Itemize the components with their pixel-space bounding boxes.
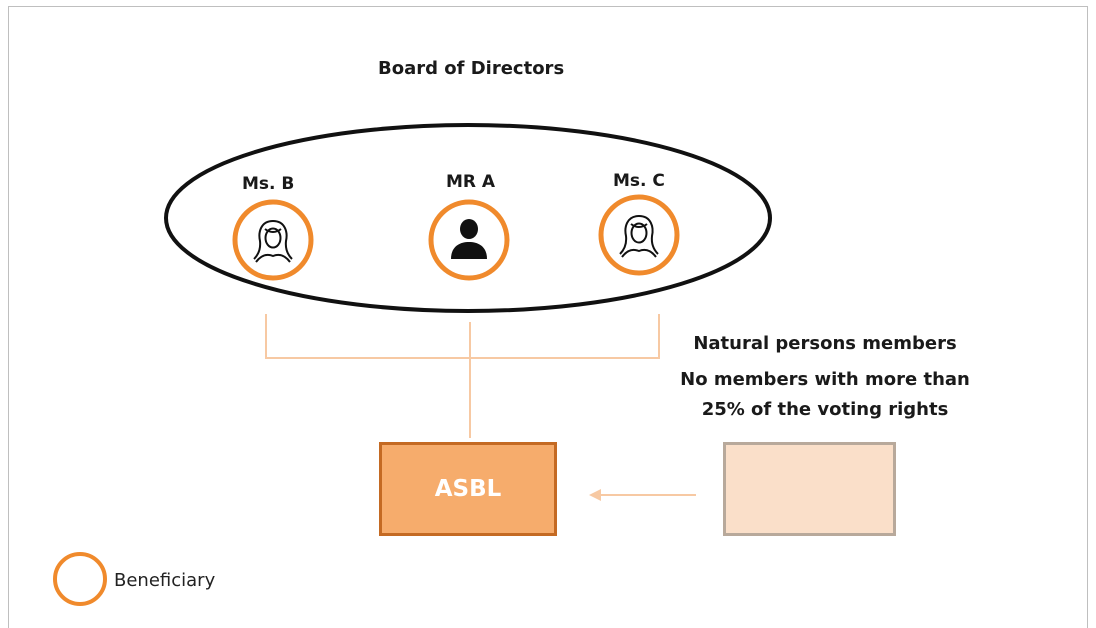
members-description-line: No members with more than (680, 369, 970, 390)
person-ms-b (232, 199, 314, 281)
person-name-mr-a: MR A (446, 172, 496, 192)
person-name-ms-c: Ms. C (613, 171, 665, 191)
person-ms-c (598, 194, 680, 276)
asbl-label: ASBL (434, 476, 502, 502)
legend-label: Beneficiary (114, 570, 216, 591)
woman-icon (253, 220, 293, 263)
board-connector (265, 314, 660, 438)
woman-icon (619, 215, 659, 258)
members-description-line: 25% of the voting rights (701, 399, 949, 420)
diagram-frame (8, 6, 1088, 628)
board-title: Board of Directors (378, 58, 565, 79)
members-box (723, 442, 896, 536)
members-description-line: Natural persons members (693, 333, 957, 354)
person-mr-a (428, 199, 510, 281)
orange-circle-icon (53, 552, 107, 606)
man-icon (451, 219, 487, 259)
board-ellipse (164, 123, 772, 313)
asbl-entity-box: ASBL (379, 442, 557, 536)
beneficiary-ring (232, 199, 314, 281)
beneficiary-ring (598, 194, 680, 276)
members-to-asbl-arrow (589, 489, 696, 501)
person-name-ms-b: Ms. B (242, 174, 295, 194)
beneficiary-ring (428, 199, 510, 281)
